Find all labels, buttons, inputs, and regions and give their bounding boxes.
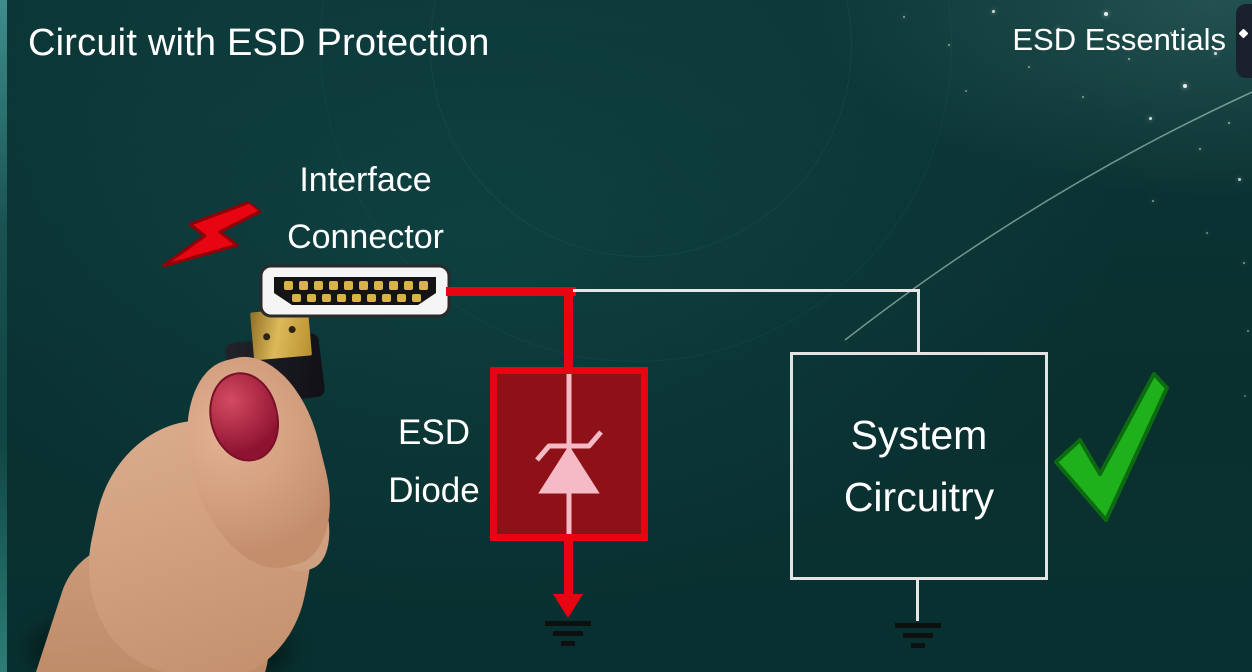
- hdmi-connector-icon: [259, 264, 451, 318]
- ground-symbol-left: [544, 621, 592, 651]
- sparkle-dot: [1128, 58, 1130, 60]
- check-mark-icon: [1054, 372, 1169, 522]
- system-circuitry-box: System Circuitry: [790, 352, 1048, 580]
- sparkle-dot: [1057, 28, 1060, 31]
- sparkle-dot: [1214, 52, 1217, 55]
- interface-connector-label: Interface Connector: [238, 152, 493, 266]
- sparkle-dot: [1247, 330, 1249, 332]
- sparkle-dot: [903, 16, 905, 18]
- wire-node-to-system-white: [573, 289, 920, 292]
- sparkle-dot: [1228, 122, 1230, 124]
- corner-logo-fragment: [1236, 4, 1252, 78]
- sparkle-dot: [1104, 12, 1108, 16]
- esd-diode-box: [490, 367, 648, 541]
- sparkle-dot: [1152, 200, 1154, 202]
- wire-connector-to-node-red: [446, 287, 576, 296]
- interface-connector-label-line1: Interface: [299, 161, 432, 199]
- left-edge-strip: [0, 0, 7, 672]
- sparkle-dot: [1243, 262, 1245, 264]
- sparkle-dot: [1028, 66, 1030, 68]
- sparkle-dot: [1183, 84, 1187, 88]
- sparkle-dot: [1149, 117, 1152, 120]
- slide-title: Circuit with ESD Protection: [28, 22, 490, 64]
- zener-diode-symbol: [535, 374, 603, 534]
- logo-glyph: [1238, 28, 1249, 39]
- esd-diode-label: ESD Diode: [378, 404, 490, 520]
- sparkle-dot: [948, 44, 950, 46]
- sparkle-dot: [1238, 178, 1241, 181]
- esd-diode-label-line1: ESD: [398, 413, 470, 452]
- ground-symbol-right: [894, 623, 942, 653]
- wire-node-to-diode-red: [564, 287, 573, 371]
- interface-connector-label-line2: Connector: [287, 218, 444, 256]
- sparkle-dot: [1244, 395, 1246, 397]
- sparkle-dot: [965, 90, 967, 92]
- system-to-ground-wire: [916, 579, 919, 621]
- down-arrow-icon: [553, 594, 583, 618]
- sparkle-dot: [1170, 32, 1172, 34]
- sparkle-dot: [992, 10, 995, 13]
- esd-diode-label-line2: Diode: [388, 471, 480, 510]
- system-circuitry-label-line2: Circuitry: [843, 474, 995, 520]
- wire-down-to-system-white: [917, 289, 920, 353]
- diode-to-ground-wire: [564, 539, 573, 597]
- sparkle-dot: [1206, 232, 1208, 234]
- brand-text: ESD Essentials: [1012, 22, 1226, 57]
- sparkle-dot: [1082, 96, 1084, 98]
- system-circuitry-label-line1: System: [850, 412, 988, 458]
- esd-strike-lightning-icon: [161, 200, 263, 268]
- sparkle-dot: [1199, 148, 1201, 150]
